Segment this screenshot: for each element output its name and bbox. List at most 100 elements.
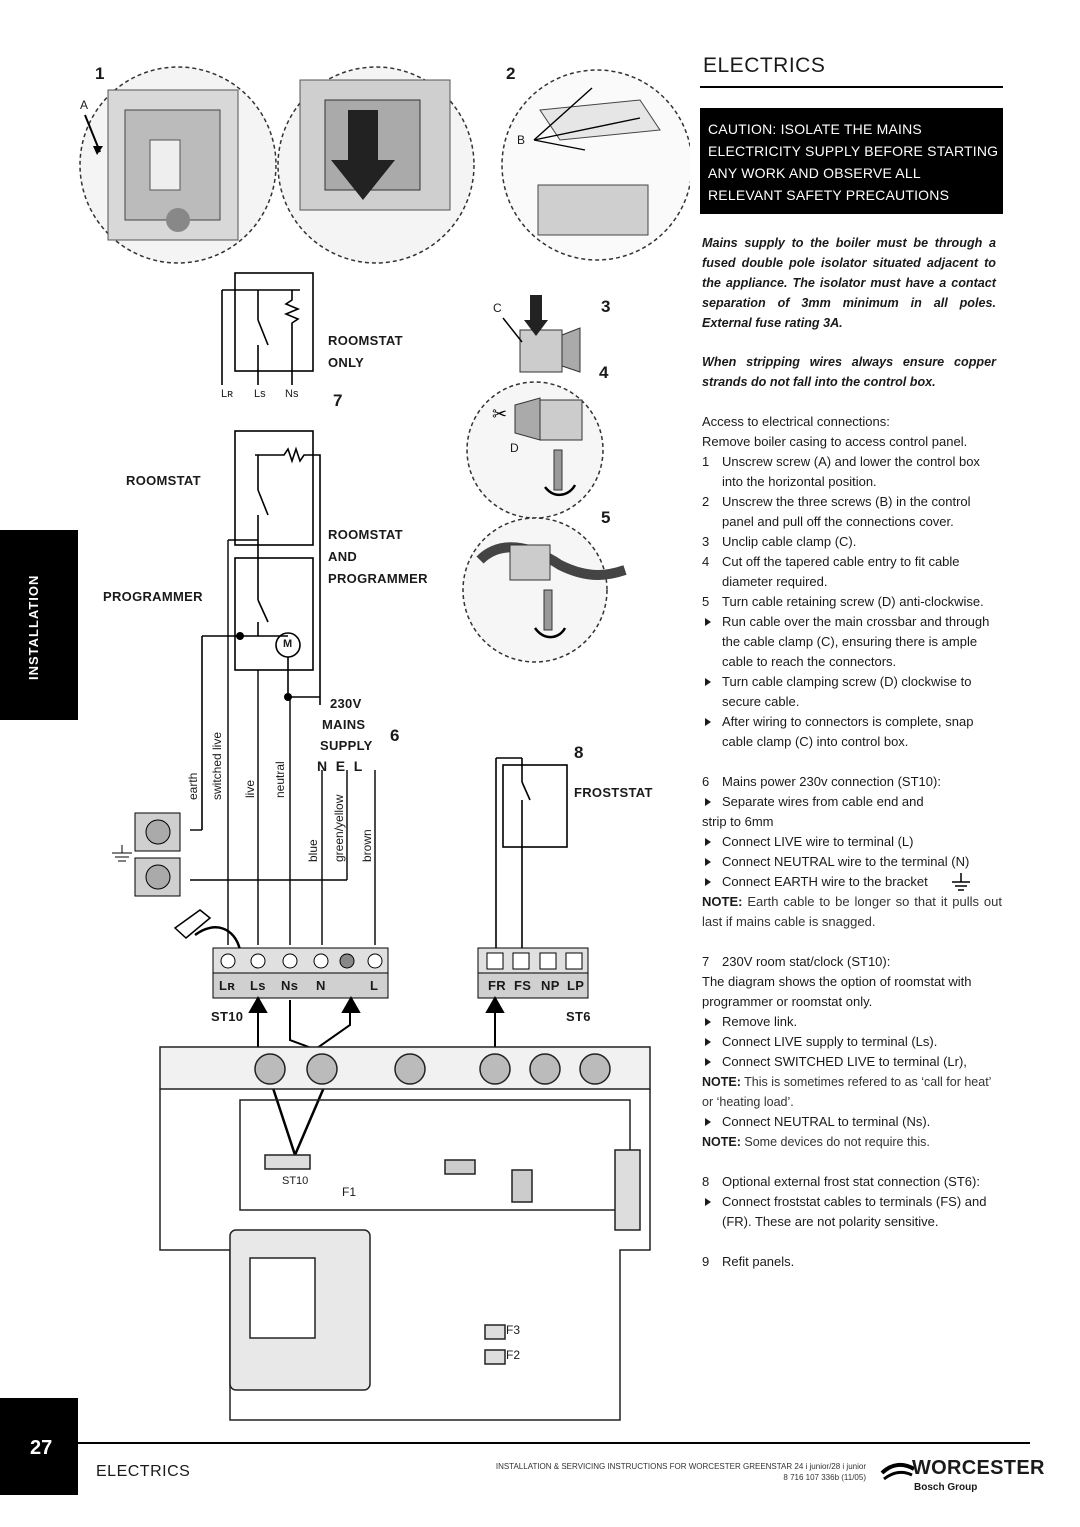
earth-icon (952, 873, 970, 891)
bullet: Connect EARTH wire to the bracket (702, 872, 1002, 892)
bullet-icon (705, 1058, 711, 1066)
note: NOTE: Earth cable to be longer so that i… (702, 892, 1002, 932)
step: 3 Unclip cable clamp (C). (702, 532, 1002, 552)
step-number: 3 (702, 534, 710, 549)
figure-number: 6 (390, 726, 400, 745)
step-number: 7 (702, 954, 710, 969)
roomstat-only-box (221, 272, 314, 385)
switch-terminal-label: Lʀ (221, 388, 234, 400)
access-heading: Access to electrical connections: (702, 414, 890, 429)
bullet-icon (705, 1118, 711, 1126)
figure-number: 8 (574, 743, 584, 762)
wire-label: live (243, 779, 257, 798)
bullet: Turn cable clamping screw (D) clockwise … (702, 672, 1002, 712)
bullet-text: Separate wires from cable end and (722, 794, 924, 809)
bullet-icon (705, 1018, 711, 1026)
wire-label: neutral (273, 761, 287, 798)
wiring-diagram: ✂ (79, 66, 690, 1421)
step-text: Turn cable retaining screw (D) anti-cloc… (722, 594, 984, 609)
bullet-text: Remove link. (722, 1014, 798, 1029)
note-label: NOTE: (702, 894, 743, 909)
section-tab (0, 530, 78, 720)
page-number-tab (0, 1398, 78, 1495)
step-text: Optional external frost stat connection … (722, 1174, 980, 1189)
motor-label: M (283, 638, 293, 650)
st6-terminal-label: FR (488, 978, 506, 993)
callout-letter: C (493, 301, 502, 315)
spacer (702, 1152, 1002, 1172)
step-number: 6 (702, 774, 710, 789)
title-rule (700, 86, 1003, 88)
step-number: 4 (702, 554, 710, 569)
step-description: The diagram shows the option of roomstat… (702, 974, 972, 1009)
wires (190, 540, 376, 945)
step-text: Unclip cable clamp (C). (722, 534, 857, 549)
callout-letter: D (510, 441, 519, 455)
label-line: 230V (330, 696, 362, 711)
bullet-text: Connect NEUTRAL to terminal (Ns). (722, 1114, 931, 1129)
isolator-warning: Mains supply to the boiler must be throu… (702, 236, 996, 330)
st10-terminal-label: Nѕ (281, 978, 299, 993)
st10-terminal-label: L (370, 978, 379, 993)
st6-terminal-label: FS (514, 978, 532, 993)
st6-terminal-label: NP (541, 978, 560, 993)
label-line: ROOMSTAT (328, 527, 403, 542)
caution-line: CAUTION: ISOLATE THE MAINS (708, 121, 922, 137)
bullet-text: Connect EARTH wire to the bracket (722, 874, 928, 889)
step-text: Unscrew screw (A) and lower the control … (722, 454, 980, 489)
figure-number: 2 (506, 64, 516, 83)
caution-box: CAUTION: ISOLATE THE MAINS ELECTRICITY S… (700, 108, 1003, 214)
fig1-detail (79, 66, 277, 264)
footer-doc-info: INSTALLATION & SERVICING INSTRUCTIONS FO… (496, 1461, 866, 1483)
note-label: NOTE: (702, 1135, 741, 1149)
note: NOTE: This is sometimes refered to as ‘c… (702, 1072, 1002, 1112)
page-title: ELECTRICS (703, 54, 826, 77)
worcester-logo-icon (880, 1462, 916, 1481)
bullet-icon (705, 1038, 711, 1046)
figure-number: 7 (333, 391, 343, 410)
bullet-text: Connect LIVE supply to terminal (Ls). (722, 1034, 938, 1049)
stripping-warning: When stripping wires always ensure coppe… (702, 355, 996, 389)
st10-label: ST10 (211, 1009, 244, 1024)
wire-label: blue (306, 839, 320, 862)
step-number: 8 (702, 1174, 710, 1189)
froststat-label: FROSTSTAT (574, 785, 653, 800)
doc-title: INSTALLATION & SERVICING INSTRUCTIONS FO… (495, 1462, 866, 1471)
bullet-text: Connect SWITCHED LIVE to terminal (Lr), (722, 1054, 967, 1069)
wire-label: brown (360, 829, 374, 862)
nel-label: N E L (317, 758, 363, 774)
doc-code: 8 716 107 336b (11/05) (783, 1473, 866, 1482)
fuse-label: F2 (506, 1348, 521, 1362)
froststat-box (495, 757, 568, 948)
bullet: Run cable over the main crossbar and thr… (702, 612, 1002, 672)
bullet-text: Connect froststat cables to terminals (F… (722, 1194, 987, 1229)
instructions: Access to electrical connections: Remove… (702, 412, 1002, 1272)
label-line: MAINS (322, 717, 366, 732)
strip-text: strip to 6mm (702, 814, 774, 829)
st10-terminal-block (212, 947, 389, 999)
callout-letter: A (80, 98, 89, 112)
footer-title: ELECTRICS (96, 1463, 191, 1480)
figure-number: 1 (95, 64, 105, 83)
bullet-icon (705, 718, 711, 726)
step-text: Cut off the tapered cable entry to fit c… (722, 554, 960, 589)
svg-text:✂: ✂ (492, 404, 507, 424)
bullet-icon (705, 858, 711, 866)
st10-terminal-label: Lʀ (219, 978, 236, 993)
earth-bracket (112, 812, 181, 897)
junction-dot (236, 632, 244, 640)
step-text: Unscrew the three screws (B) in the cont… (722, 494, 971, 529)
programmer-label: PROGRAMMER (103, 589, 203, 604)
wire-label: green/yellow (332, 794, 346, 862)
spacer (702, 932, 1002, 952)
label-line: PROGRAMMER (328, 571, 428, 586)
step: 8 Optional external frost stat connection… (702, 1172, 1002, 1192)
wire-label: switched live (210, 731, 224, 800)
pcb-label: ST10 (282, 1175, 309, 1187)
label-line: SUPPLY (320, 738, 373, 753)
bullet-icon (705, 618, 711, 626)
bullet: Connect froststat cables to terminals (F… (702, 1192, 1002, 1232)
